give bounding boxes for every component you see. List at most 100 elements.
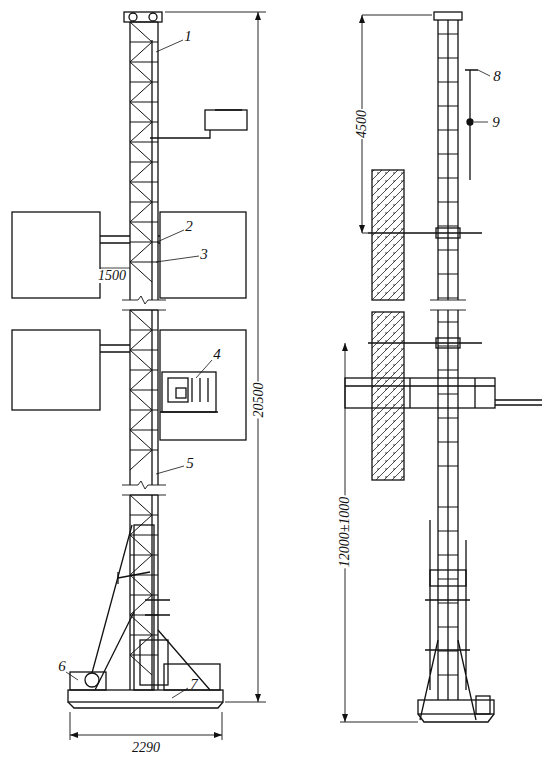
lattice-strut (130, 62, 152, 82)
lattice-strut (130, 390, 158, 391)
lattice-strut (130, 102, 158, 103)
lattice-strut (130, 495, 158, 496)
ladder-rung (438, 322, 458, 323)
ladder-rung (438, 507, 458, 508)
ladder-rung (438, 106, 458, 107)
lattice-strut (130, 635, 158, 636)
callout-number: 1 (183, 29, 193, 44)
callout-number: 3 (199, 247, 209, 262)
lattice-strut (130, 310, 152, 330)
ladder-rung (438, 627, 458, 628)
lattice-strut (130, 575, 158, 576)
ladder-rung (438, 531, 458, 532)
lattice-strut (130, 202, 158, 203)
ladder-rung (438, 555, 458, 556)
lattice-strut (130, 350, 158, 351)
ladder-rung (438, 226, 458, 227)
lattice-strut (130, 635, 152, 655)
lattice-strut (130, 142, 158, 143)
lattice-strut (130, 262, 158, 263)
lattice-strut (130, 122, 152, 142)
ladder-rung (438, 651, 458, 652)
lattice-strut (130, 515, 152, 535)
lattice-strut (130, 450, 158, 451)
lattice-strut (130, 595, 158, 596)
lattice-strut (130, 242, 158, 243)
right-view (340, 12, 542, 722)
ladder-rung (438, 298, 458, 299)
ladder-rung (438, 274, 458, 275)
mast-lattice (130, 22, 458, 675)
ladder-rung (438, 603, 458, 604)
dimension-label: 12000±1000 (338, 496, 352, 569)
lattice-strut (130, 142, 152, 162)
lattice-strut (130, 615, 152, 635)
lattice-strut (130, 182, 152, 202)
ladder-rung (438, 418, 458, 419)
callout-number: 8 (492, 69, 502, 84)
ladder-rung (438, 346, 458, 347)
lattice-strut (130, 22, 152, 42)
lattice-strut (130, 370, 158, 371)
ladder-rung (438, 370, 458, 371)
ladder-rung (438, 466, 458, 467)
callout-number: 4 (212, 347, 222, 362)
lattice-strut (130, 62, 158, 63)
dimension-label: 4500 (355, 109, 369, 139)
dimension-label: 2290 (131, 741, 161, 755)
dimension-label: 1500 (97, 269, 127, 283)
lattice-strut (130, 495, 152, 515)
lattice-strut (130, 450, 152, 470)
lattice-strut (130, 350, 152, 370)
lattice-strut (130, 162, 158, 163)
ladder-rung (438, 675, 458, 676)
lattice-strut (130, 370, 152, 390)
lattice-strut (130, 82, 152, 102)
lattice-strut (130, 262, 152, 282)
lattice-strut (130, 42, 152, 62)
callout-number: 6 (57, 659, 67, 674)
ladder-rung (438, 178, 458, 179)
lattice-strut (130, 182, 158, 183)
ladder-rung (438, 34, 458, 35)
lattice-strut (130, 202, 152, 222)
ladder-rung (438, 202, 458, 203)
callout-number: 2 (184, 219, 194, 234)
callout-number: 5 (185, 456, 195, 471)
lattice-strut (130, 410, 158, 411)
lattice-strut (130, 102, 152, 122)
lattice-strut (130, 575, 152, 595)
left-view (12, 12, 266, 740)
lattice-strut (130, 615, 158, 616)
ladder-rung (438, 58, 458, 59)
dimension-label: 20500 (251, 382, 265, 419)
lattice-strut (130, 310, 158, 311)
lattice-strut (130, 555, 152, 575)
lattice-strut (130, 655, 158, 656)
lattice-strut (130, 555, 158, 556)
lattice-strut (130, 330, 152, 350)
lattice-strut (130, 162, 152, 182)
callout-number: 7 (189, 677, 199, 692)
lattice-strut (130, 410, 152, 430)
lattice-strut (130, 655, 152, 675)
lattice-strut (130, 535, 152, 555)
lattice-strut (130, 515, 158, 516)
lattice-strut (130, 430, 152, 450)
ladder-rung (438, 579, 458, 580)
ladder-rung (438, 130, 458, 131)
lattice-strut (130, 42, 158, 43)
ladder-rung (438, 442, 458, 443)
lattice-strut (130, 242, 152, 262)
lattice-strut (130, 22, 158, 23)
lattice-strut (130, 222, 158, 223)
ladder-rung (438, 154, 458, 155)
ladder-rung (438, 394, 458, 395)
callout-number: 9 (491, 115, 501, 130)
lattice-strut (130, 122, 158, 123)
lattice-strut (130, 390, 152, 410)
lattice-strut (130, 535, 158, 536)
lattice-strut (130, 330, 158, 331)
lattice-strut (130, 82, 158, 83)
